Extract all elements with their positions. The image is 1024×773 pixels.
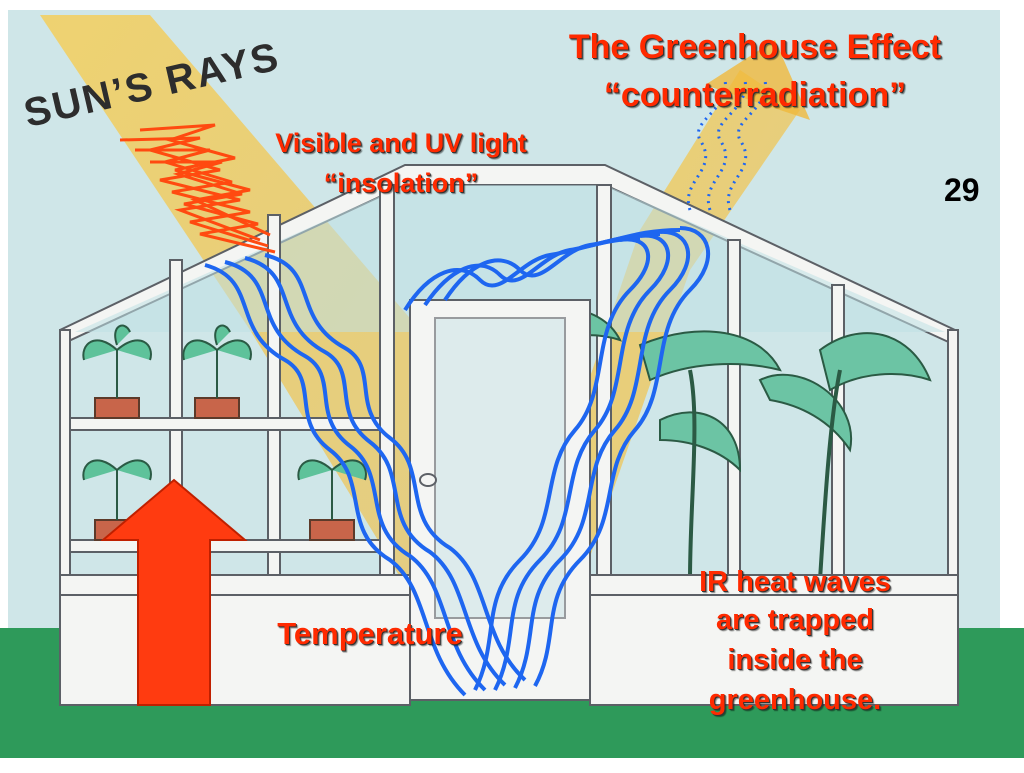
slide-title-line1: The Greenhouse Effect [568,28,942,66]
insolation-label: “insolation” [323,168,479,198]
ir-label-line1: IR heat waves [699,566,891,598]
temperature-label: Temperature [277,616,463,651]
door-knob [419,473,437,487]
ir-escaping-waves [686,79,767,211]
ir-label-line3: inside the [727,644,863,676]
beam-arrowhead [705,40,810,120]
slide-number: 29 [944,172,980,208]
up-arrow-icon [100,478,248,706]
uv-light-waves [119,123,276,254]
door-glass [434,317,566,619]
lower-wall-left [59,574,411,706]
slide-title-line2: “counterradiation” [603,76,907,114]
ir-trapped-waves-left [204,253,527,697]
visible-light-label: Visible and UV light [275,128,527,158]
ir-trapped-waves-right [403,226,710,691]
ir-label-line2: are trapped [716,604,874,636]
plant-stems [688,369,842,581]
lower-wall-right [589,574,959,706]
ir-label-line4: greenhouse. [708,684,882,716]
